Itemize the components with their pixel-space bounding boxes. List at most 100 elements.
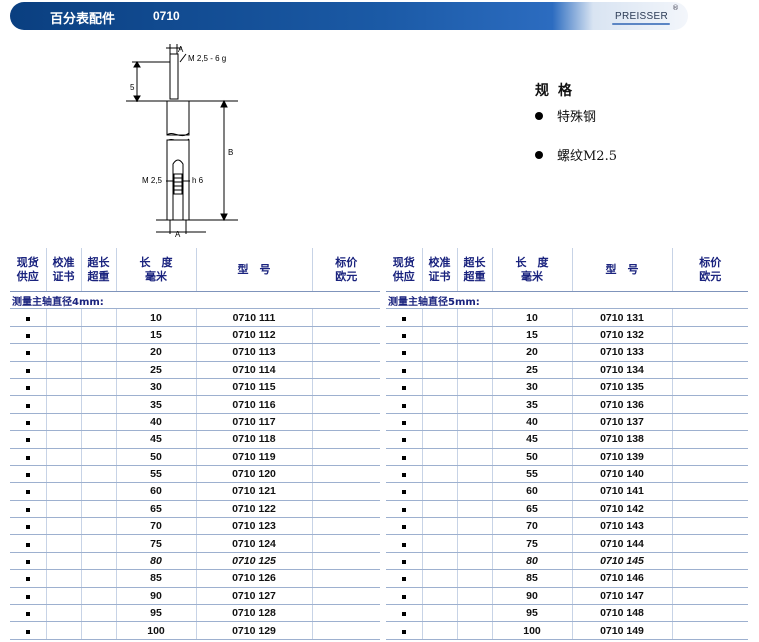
in-stock-dot-icon: [25, 386, 30, 391]
in-stock-dot-icon: [401, 455, 406, 460]
in-stock-dot-icon: [401, 351, 406, 356]
in-stock-dot-icon: [401, 594, 406, 599]
model-cell: 0710 127: [196, 587, 313, 606]
stock-cell: [386, 569, 423, 588]
price-cell: [672, 552, 748, 571]
in-stock-dot-icon: [401, 490, 406, 495]
calibration-cell: [422, 621, 458, 640]
oversize-cell: [457, 587, 493, 606]
oversize-cell: [457, 395, 493, 414]
price-cell: [312, 500, 380, 519]
price-cell: [312, 482, 380, 501]
price-cell: [312, 378, 380, 397]
stock-cell: [10, 517, 47, 536]
oversize-cell: [81, 430, 117, 449]
col-stock: 现货供应: [10, 248, 47, 292]
stock-cell: [386, 326, 423, 345]
in-stock-dot-icon: [25, 403, 30, 408]
model-cell: 0710 121: [196, 482, 313, 501]
technical-drawing: A M 2,5 - 6 g 5 B M 2,5 h 6 A: [126, 44, 238, 239]
price-cell: [312, 552, 380, 571]
bullet-icon: [535, 111, 543, 120]
length-cell: 70: [492, 517, 573, 536]
calibration-cell: [422, 534, 458, 553]
in-stock-dot-icon: [401, 542, 406, 547]
calibration-cell: [422, 413, 458, 432]
oversize-cell: [81, 361, 117, 379]
stock-cell: [10, 361, 47, 379]
stock-cell: [10, 308, 47, 327]
in-stock-dot-icon: [401, 507, 406, 512]
calibration-cell: [46, 395, 82, 414]
dim-thread-inner: M 2,5: [142, 176, 163, 185]
model-cell: 0710 146: [572, 569, 673, 588]
price-cell: [312, 326, 380, 345]
oversize-cell: [457, 378, 493, 397]
price-cell: [312, 604, 380, 623]
calibration-cell: [46, 517, 82, 536]
length-cell: 20: [116, 343, 197, 362]
calibration-cell: [46, 413, 82, 432]
length-cell: 95: [492, 604, 573, 623]
col-stock: 现货供应: [386, 248, 423, 292]
calibration-cell: [46, 343, 82, 362]
model-cell: 0710 133: [572, 343, 673, 362]
stock-cell: [386, 430, 423, 449]
bullet-icon: [535, 150, 543, 159]
price-cell: [672, 569, 748, 588]
price-cell: [672, 500, 748, 519]
calibration-cell: [422, 500, 458, 519]
stock-cell: [386, 587, 423, 606]
stock-cell: [386, 308, 423, 327]
length-cell: 100: [116, 621, 197, 640]
length-cell: 75: [492, 534, 573, 553]
price-cell: [672, 308, 748, 327]
model-cell: 0710 138: [572, 430, 673, 449]
length-cell: 30: [116, 378, 197, 397]
stock-cell: [10, 448, 47, 466]
stock-cell: [386, 448, 423, 466]
oversize-cell: [81, 621, 117, 640]
calibration-cell: [422, 448, 458, 466]
length-cell: 10: [116, 308, 197, 327]
oversize-cell: [81, 500, 117, 519]
oversize-cell: [81, 569, 117, 588]
calibration-cell: [422, 552, 458, 571]
in-stock-dot-icon: [25, 629, 30, 634]
model-cell: 0710 119: [196, 448, 313, 466]
spec-item-label: 螺纹M2.5: [557, 149, 617, 164]
model-cell: 0710 128: [196, 604, 313, 623]
price-cell: [672, 465, 748, 484]
oversize-cell: [81, 378, 117, 397]
model-cell: 0710 124: [196, 534, 313, 553]
oversize-cell: [81, 587, 117, 606]
oversize-cell: [81, 395, 117, 414]
in-stock-dot-icon: [401, 316, 406, 321]
length-cell: 35: [116, 395, 197, 414]
calibration-cell: [46, 604, 82, 623]
model-cell: 0710 112: [196, 326, 313, 345]
oversize-cell: [457, 534, 493, 553]
oversize-cell: [81, 465, 117, 484]
in-stock-dot-icon: [25, 351, 30, 356]
stock-cell: [386, 500, 423, 519]
dim-thread-top: M 2,5 - 6 g: [188, 54, 226, 63]
length-cell: 30: [492, 378, 573, 397]
length-cell: 45: [492, 430, 573, 449]
price-cell: [672, 517, 748, 536]
in-stock-dot-icon: [25, 577, 30, 582]
in-stock-dot-icon: [25, 438, 30, 443]
